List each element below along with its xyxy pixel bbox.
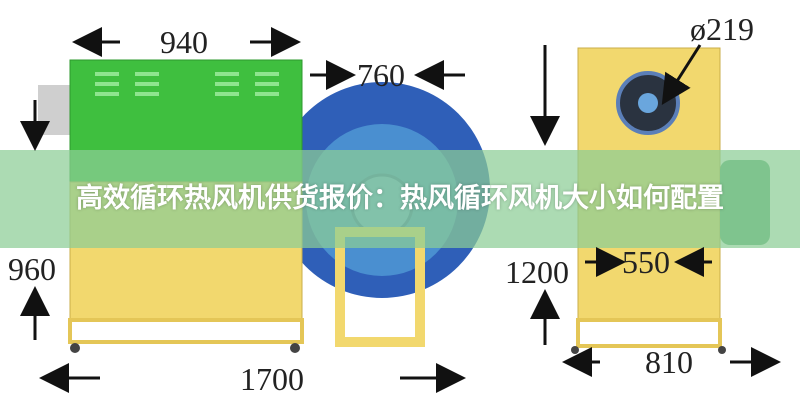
dim-fan-diameter: ø219 <box>690 11 754 47</box>
dim-1700: 1700 <box>240 361 304 397</box>
title-banner: 高效循环热风机供货报价：热风循环风机大小如何配置 <box>0 150 800 248</box>
vent-slots <box>95 72 279 96</box>
dim-810: 810 <box>645 344 693 380</box>
fan-hub <box>638 93 658 113</box>
dim-550: 550 <box>622 244 670 280</box>
dimension-arrows <box>20 27 781 393</box>
wheel <box>718 346 726 354</box>
dim-1200: 1200 <box>505 254 569 290</box>
wheel <box>70 343 80 353</box>
machine-frame <box>68 318 304 344</box>
side-view-frame <box>576 318 722 348</box>
page-title: 高效循环热风机供货报价：热风循环风机大小如何配置 <box>76 183 724 214</box>
dim-960: 960 <box>8 251 56 287</box>
dim-940: 940 <box>160 24 208 60</box>
wheel <box>290 343 300 353</box>
dim-760: 760 <box>357 57 405 93</box>
